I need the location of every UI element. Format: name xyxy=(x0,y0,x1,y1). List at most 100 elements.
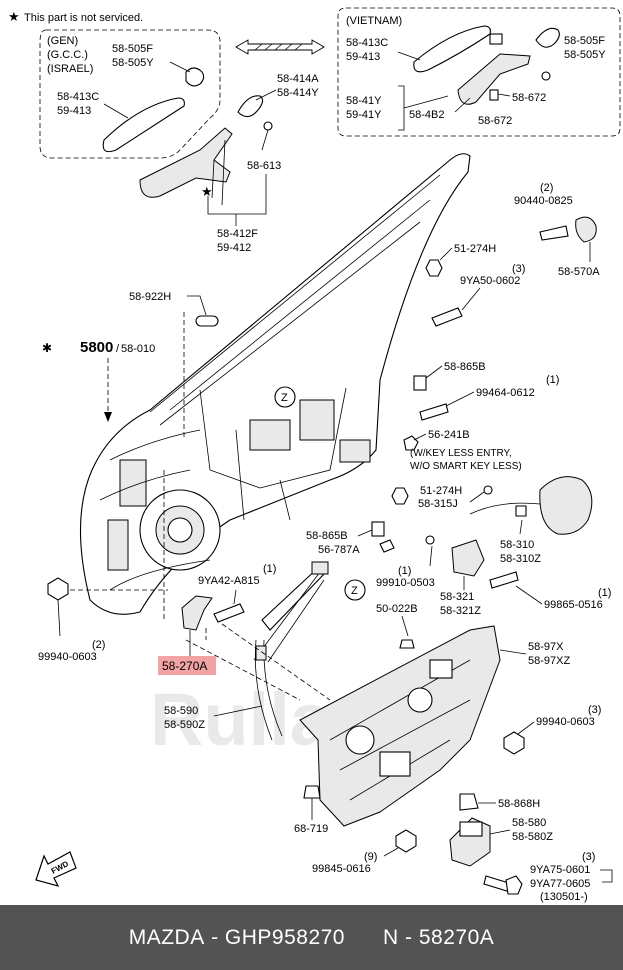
gasket-part xyxy=(237,95,264,118)
star-marker-icon: ★ xyxy=(201,184,213,199)
label-59-413-left: 59-413 xyxy=(57,105,91,117)
footer-separator: - xyxy=(211,925,219,949)
bolt-9ya42 xyxy=(213,603,245,623)
label-58-414y: 58-414Y xyxy=(277,87,319,99)
qty-1d: (1) xyxy=(263,563,276,575)
label-90440-0825: 90440-0825 xyxy=(514,195,573,207)
clip-58-315j xyxy=(483,485,493,495)
label-58-922h: 58-922H xyxy=(129,291,171,303)
label-56-241b: 56-241B xyxy=(428,429,470,441)
door-shell-part xyxy=(79,153,471,615)
footer-n-label: N xyxy=(383,925,399,949)
qty-9: (9) xyxy=(364,851,377,863)
label-58-315j: 58-315J xyxy=(418,498,458,510)
screw-58-672-b xyxy=(489,89,499,101)
label-56-787a: 56-787A xyxy=(318,544,360,556)
label-58-97xz: 58-97XZ xyxy=(528,655,570,667)
label-58-97x: 58-97X xyxy=(528,641,564,653)
grommet-51-274h-a xyxy=(425,259,443,277)
callout-z-2 xyxy=(344,579,366,601)
label-58-865b-b: 58-865B xyxy=(306,530,348,542)
latch-58-310 xyxy=(539,476,593,535)
not-serviced-note: This part is not serviced. xyxy=(24,12,143,24)
bolt-9ya50 xyxy=(431,307,463,327)
region-gen-3: (ISRAEL) xyxy=(47,63,93,75)
reference-code: (130501-) xyxy=(540,891,588,903)
label-58-505y-right: 58-505Y xyxy=(564,49,606,61)
callout-z-1 xyxy=(274,386,296,408)
qty-3a: (3) xyxy=(512,263,525,275)
bolt-99464 xyxy=(419,403,449,421)
highlight-58-270a xyxy=(158,656,216,675)
outer-handle-left-part xyxy=(102,97,185,153)
region-gen-2: (G.C.C.) xyxy=(47,49,88,61)
label-58-412f: 58-412F xyxy=(217,228,258,240)
label-59-413-right: 59-413 xyxy=(346,51,380,63)
label-9ya42-a815: 9YA42-A815 xyxy=(198,575,260,587)
outer-handle-right-part xyxy=(413,25,491,73)
handle-bracket-part xyxy=(139,127,233,198)
qty-1b: (1) xyxy=(398,565,411,577)
qty-3c: (3) xyxy=(582,851,595,863)
bolt-head-9ya75 xyxy=(505,875,523,895)
qty-2b: (2) xyxy=(92,639,105,651)
footer-separator-2: - xyxy=(405,925,413,949)
bracket-58-270a xyxy=(181,595,213,631)
region-box-gen xyxy=(39,29,221,159)
label-58-41y: 58-41Y xyxy=(346,95,382,107)
label-58-270a: 58-270A xyxy=(162,659,207,673)
label-58-310: 58-310 xyxy=(500,539,534,551)
label-9ya77-0605: 9YA77-0605 xyxy=(530,878,590,890)
motor-58-580 xyxy=(449,817,491,867)
label-59-412: 59-412 xyxy=(217,242,251,254)
qty-2a: (2) xyxy=(540,182,553,194)
label-9ya75-0601: 9YA75-0601 xyxy=(530,864,590,876)
handle-cap-right-part xyxy=(535,27,560,48)
bolt-99865 xyxy=(489,571,519,589)
screw-99910 xyxy=(425,535,435,545)
label-58-580z: 58-580Z xyxy=(512,831,553,843)
label-59-41y: 59-41Y xyxy=(346,109,382,121)
footer-part-number: GHP958270 xyxy=(224,925,345,949)
label-58-413c-right: 58-413C xyxy=(346,37,388,49)
label-58-868h: 58-868H xyxy=(498,798,540,810)
label-58-505f-right: 58-505F xyxy=(564,35,605,47)
label-99940-0603-a: 99940-0603 xyxy=(38,651,97,663)
arrow-down-icon xyxy=(104,412,112,422)
clip-50-022b xyxy=(399,639,415,649)
cover-56-787a xyxy=(379,539,395,553)
footer-brand: MAZDA xyxy=(128,925,205,949)
label-68-719: 68-719 xyxy=(294,823,328,835)
label-99940-0603-b: 99940-0603 xyxy=(536,716,595,728)
clip-58-865b-a xyxy=(413,375,427,391)
clip-58-865b-b xyxy=(371,521,385,537)
striker-58-570a xyxy=(575,216,597,243)
label-58-321: 58-321 xyxy=(440,591,474,603)
footer-bar: MAZDA - GHP958270 N - 58270A xyxy=(0,905,623,970)
callout-z-2-label: Z xyxy=(351,585,358,597)
label-58-672-a: 58-672 xyxy=(512,92,546,104)
label-9ya50-0602: 9YA50-0602 xyxy=(460,275,520,287)
label-99464-0612: 99464-0612 xyxy=(476,387,535,399)
parts-diagram: Rulla.ru ★ This part is not serviced. (G… xyxy=(8,7,621,903)
keyless-note-1: (W/KEY LESS ENTRY, xyxy=(410,448,512,459)
clip-68-719 xyxy=(303,785,321,799)
actuator-58-321 xyxy=(451,539,485,577)
bolt-99845 xyxy=(395,829,417,853)
label-58-580: 58-580 xyxy=(512,817,546,829)
plug-58-922h xyxy=(195,315,219,327)
label-58-414a: 58-414A xyxy=(277,73,319,85)
star-icon: ★ xyxy=(8,9,20,24)
region-vietnam: (VIETNAM) xyxy=(346,15,402,27)
region-box-vietnam xyxy=(337,7,621,137)
footer-catalog-code: 58270A xyxy=(418,925,495,949)
label-58-505y-left: 58-505Y xyxy=(112,57,154,69)
label-58-413c-left: 58-413C xyxy=(57,91,99,103)
asterisk-icon: ✱ xyxy=(42,341,52,355)
qty-1c: (1) xyxy=(598,587,611,599)
screw-58-672-a xyxy=(541,71,551,81)
label-58-321z: 58-321Z xyxy=(440,605,481,617)
bolt-99940-b xyxy=(503,731,525,755)
label-99865-0516: 99865-0516 xyxy=(544,599,603,611)
handle-bracket-right-part xyxy=(457,53,531,105)
